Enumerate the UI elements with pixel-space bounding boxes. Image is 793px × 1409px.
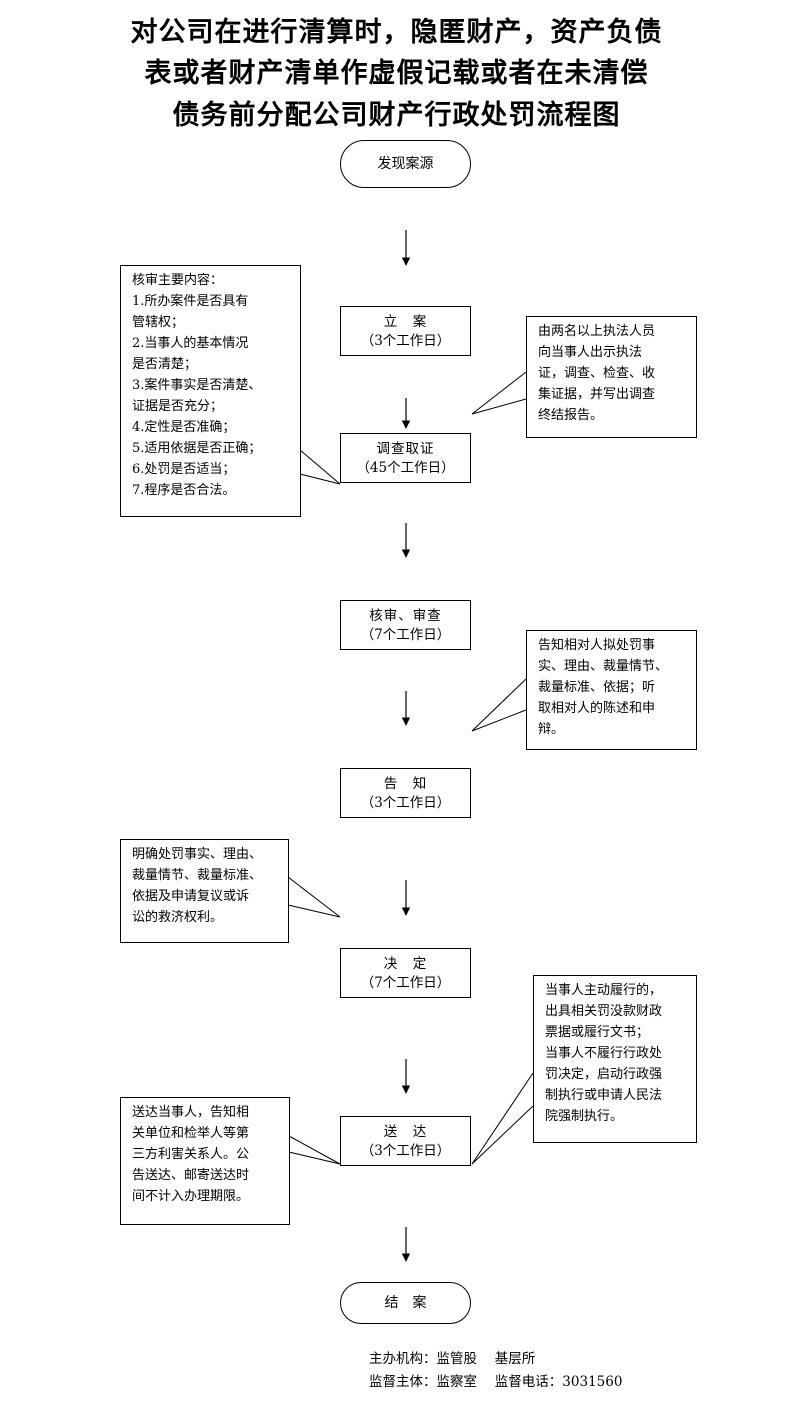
- note-line: 1.所办案件是否具有: [132, 294, 249, 309]
- step-notify-days: （3个工作日）: [360, 795, 451, 811]
- note-line: 票据或履行文书；: [545, 1025, 650, 1040]
- step-delivery: 送 达 （3个工作日）: [340, 1116, 471, 1166]
- step-notify: 告 知 （3个工作日）: [340, 768, 471, 818]
- step-delivery-days: （3个工作日）: [360, 1143, 451, 1159]
- callout-pointer-delivery-right: [471, 1072, 534, 1165]
- footer-organizer: 主办机构：监管股 基层所: [369, 1351, 536, 1367]
- note-line: 2.当事人的基本情况: [132, 336, 249, 351]
- end-node: 结 案: [340, 1282, 471, 1324]
- note-decision: 明确处罚事实、理由、 裁量情节、裁量标准、 依据及申请复议或诉 讼的救济权利。: [120, 839, 289, 943]
- note-line: 明确处罚事实、理由、: [132, 847, 263, 862]
- note-line: 裁量情节、裁量标准、: [132, 868, 263, 883]
- note-line: 证，调查、检查、收: [538, 366, 656, 381]
- note-notify: 告知相对人拟处罚事 实、理由、裁量情节、 裁量标准、依据；听 取相对人的陈述和申…: [526, 630, 697, 750]
- note-line: 管辖权；: [132, 315, 185, 330]
- step-delivery-label: 送 达: [383, 1124, 428, 1140]
- note-line: 出具相关罚没款财政: [545, 1004, 663, 1019]
- note-line: 关单位和检举人等第: [132, 1126, 250, 1141]
- note-line: 5.适用依据是否正确；: [132, 441, 262, 456]
- note-line: 罚决定，启动行政强: [545, 1067, 663, 1082]
- footer-supervision: 监督主体：监察室 监督电话：3031560: [369, 1374, 623, 1390]
- note-line: 6.处罚是否适当；: [132, 462, 236, 477]
- note-line: 告知相对人拟处罚事: [538, 638, 656, 653]
- note-line: 是否清楚；: [132, 357, 198, 372]
- note-line: 讼的救济权利。: [132, 910, 224, 925]
- note-line: 三方利害关系人。公: [132, 1147, 250, 1162]
- step-filing: 立 案 （3个工作日）: [340, 306, 471, 356]
- note-line: 告送达、邮寄送达时: [132, 1168, 250, 1183]
- step-filing-label: 立 案: [383, 314, 428, 330]
- note-line: 集证据，并写出调查: [538, 387, 656, 402]
- start-node: 发现案源: [340, 140, 471, 188]
- note-line: 7.程序是否合法。: [132, 483, 236, 498]
- note-line: 3.案件事实是否清楚、: [132, 378, 262, 393]
- note-line: 向当事人出示执法: [538, 345, 643, 360]
- note-investigation: 由两名以上执法人员 向当事人出示执法 证，调查、检查、收 集证据，并写出调查 终…: [526, 316, 697, 438]
- note-line: 送达当事人，告知相: [132, 1105, 250, 1120]
- callout-pointer-decision: [287, 876, 341, 918]
- note-review-contents: 核审主要内容： 1.所办案件是否具有 管辖权； 2.当事人的基本情况 是否清楚；…: [120, 265, 301, 517]
- title-line-2: 表或者财产清单作虚假记载或者在未清偿: [144, 58, 649, 89]
- note-line: 由两名以上执法人员: [538, 324, 656, 339]
- note-line: 证据是否充分；: [132, 399, 224, 414]
- step-decision: 决 定 （7个工作日）: [340, 948, 471, 998]
- callout-pointer-review: [299, 449, 341, 485]
- note-line: 当事人主动履行的，: [545, 983, 663, 998]
- step-investigation-label: 调查取证: [376, 441, 435, 457]
- note-line: 实、理由、裁量情节、: [538, 659, 669, 674]
- callout-pointer-investigation: [471, 371, 527, 415]
- title-line-3: 债务前分配公司财产行政处罚流程图: [172, 100, 621, 131]
- step-filing-days: （3个工作日）: [360, 333, 451, 349]
- note-line: 裁量标准、依据；听: [538, 680, 656, 695]
- step-decision-label: 决 定: [383, 956, 428, 972]
- note-line: 依据及申请复议或诉: [132, 889, 250, 904]
- end-label: 结 案: [384, 1295, 427, 1311]
- title-line-1: 对公司在进行清算时，隐匿财产，资产负债: [130, 17, 663, 48]
- callout-pointer-delivery-left: [288, 1135, 341, 1165]
- note-delivery-right: 当事人主动履行的， 出具相关罚没款财政 票据或履行文书； 当事人不履行行政处 罚…: [533, 975, 697, 1143]
- step-review: 核审、审查 （7个工作日）: [340, 600, 471, 650]
- note-line: 核审主要内容：: [132, 273, 224, 288]
- note-line: 取相对人的陈述和申: [538, 701, 656, 716]
- start-label: 发现案源: [377, 156, 434, 172]
- step-decision-days: （7个工作日）: [360, 975, 451, 991]
- note-line: 当事人不履行行政处: [545, 1046, 663, 1061]
- note-line: 间不计入办理期限。: [132, 1189, 250, 1204]
- note-delivery-left: 送达当事人，告知相 关单位和检举人等第 三方利害关系人。公 告送达、邮寄送达时 …: [120, 1097, 290, 1225]
- note-line: 4.定性是否准确；: [132, 420, 236, 435]
- step-investigation: 调查取证 （45个工作日）: [340, 433, 471, 483]
- note-line: 辩。: [538, 722, 565, 737]
- step-notify-label: 告 知: [383, 776, 428, 792]
- note-line: 终结报告。: [538, 408, 604, 423]
- step-review-days: （7个工作日）: [360, 627, 451, 643]
- step-investigation-days: （45个工作日）: [356, 460, 455, 476]
- callout-pointer-notify: [471, 678, 527, 732]
- step-review-label: 核审、审查: [369, 608, 442, 624]
- note-line: 院强制执行。: [545, 1109, 624, 1124]
- note-line: 制执行或申请人民法: [545, 1088, 663, 1103]
